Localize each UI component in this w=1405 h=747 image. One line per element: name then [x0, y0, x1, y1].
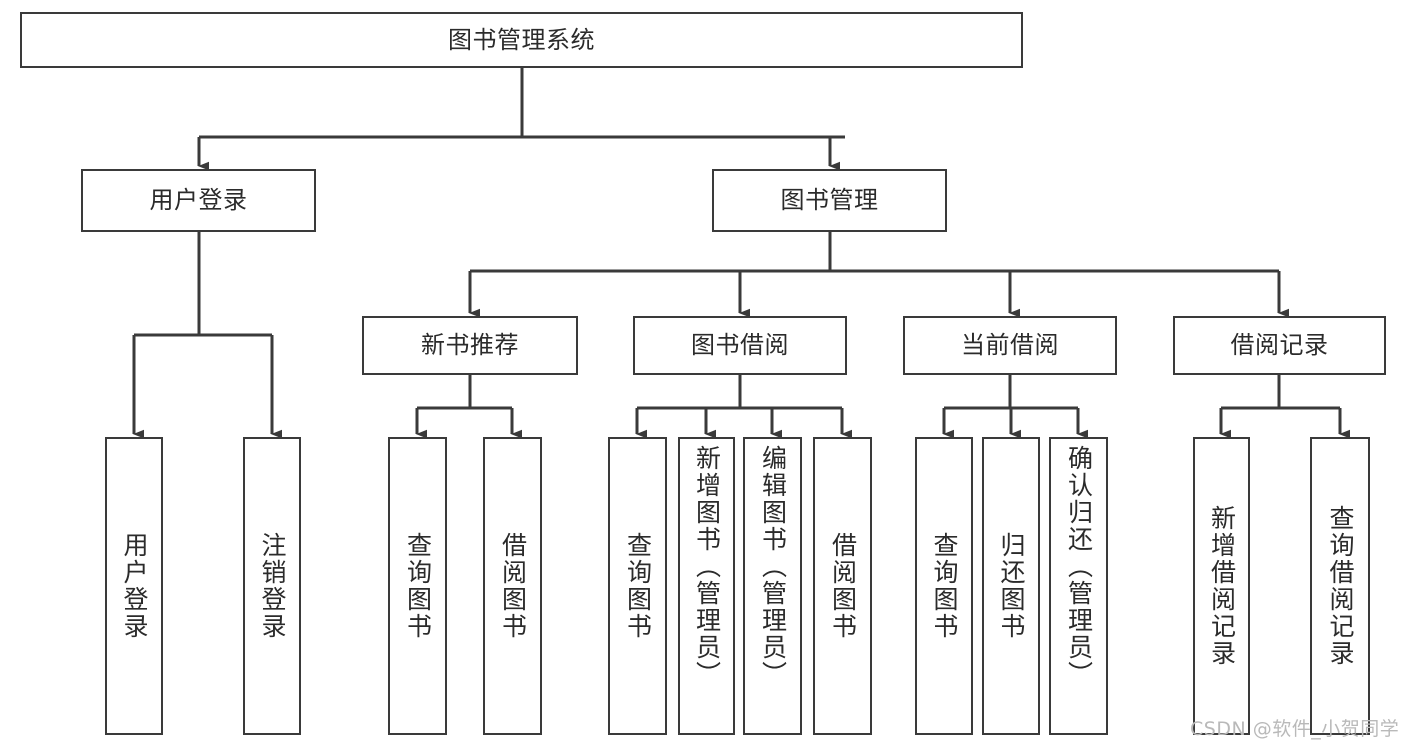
- watermark-csdn: CSDN @软件_小贺同学: [1190, 718, 1400, 740]
- node-label: 新书推荐: [421, 331, 519, 360]
- node-label: 借阅记录: [1230, 331, 1329, 360]
- node-label: 查询图书: [623, 532, 653, 640]
- node-label: 查询图书: [403, 532, 433, 640]
- node-current-borrow[interactable]: 当前借阅: [903, 316, 1117, 375]
- node-leaf-query-book-borrow[interactable]: 查询图书: [608, 437, 667, 735]
- node-leaf-add-book[interactable]: 新增图书（管理员）: [678, 437, 735, 735]
- node-book-borrow[interactable]: 图书借阅: [633, 316, 847, 375]
- node-label: 图书管理: [780, 186, 879, 215]
- node-label: 查询图书: [930, 532, 959, 640]
- node-leaf-add-borrow-record[interactable]: 新增借阅记录: [1193, 437, 1250, 735]
- node-leaf-query-borrow-record[interactable]: 查询借阅记录: [1310, 437, 1370, 735]
- node-leaf-query-book-current[interactable]: 查询图书: [915, 437, 973, 735]
- node-label: 借阅图书: [498, 532, 528, 640]
- node-label: 查询借阅记录: [1326, 505, 1355, 667]
- node-label: 归还图书: [997, 532, 1026, 640]
- node-leaf-borrow-book[interactable]: 借阅图书: [813, 437, 872, 735]
- node-label: 编辑图书（管理员）: [758, 445, 788, 688]
- node-leaf-query-book-recommend[interactable]: 查询图书: [388, 437, 447, 735]
- node-label: 图书管理系统: [448, 25, 595, 54]
- node-leaf-return-book[interactable]: 归还图书: [982, 437, 1040, 735]
- node-label: 用户登录: [149, 186, 248, 215]
- node-label: 确认归还（管理员）: [1064, 445, 1094, 688]
- node-root-system[interactable]: 图书管理系统: [20, 12, 1023, 68]
- node-new-book-recommend[interactable]: 新书推荐: [362, 316, 578, 375]
- node-label: 图书借阅: [691, 331, 789, 360]
- node-borrow-record[interactable]: 借阅记录: [1173, 316, 1386, 375]
- node-label: 借阅图书: [828, 532, 858, 640]
- node-leaf-confirm-return[interactable]: 确认归还（管理员）: [1049, 437, 1108, 735]
- node-label: 当前借阅: [961, 331, 1059, 360]
- node-leaf-edit-book[interactable]: 编辑图书（管理员）: [743, 437, 802, 735]
- node-label: 用户登录: [120, 532, 149, 640]
- node-leaf-borrow-book-recommend[interactable]: 借阅图书: [483, 437, 542, 735]
- node-label: 新增借阅记录: [1207, 505, 1237, 667]
- node-book-management[interactable]: 图书管理: [712, 169, 947, 232]
- node-leaf-user-login[interactable]: 用户登录: [105, 437, 163, 735]
- node-label: 注销登录: [258, 532, 287, 640]
- node-user-login[interactable]: 用户登录: [81, 169, 316, 232]
- node-label: 新增图书（管理员）: [692, 445, 722, 688]
- node-leaf-user-logout[interactable]: 注销登录: [243, 437, 301, 735]
